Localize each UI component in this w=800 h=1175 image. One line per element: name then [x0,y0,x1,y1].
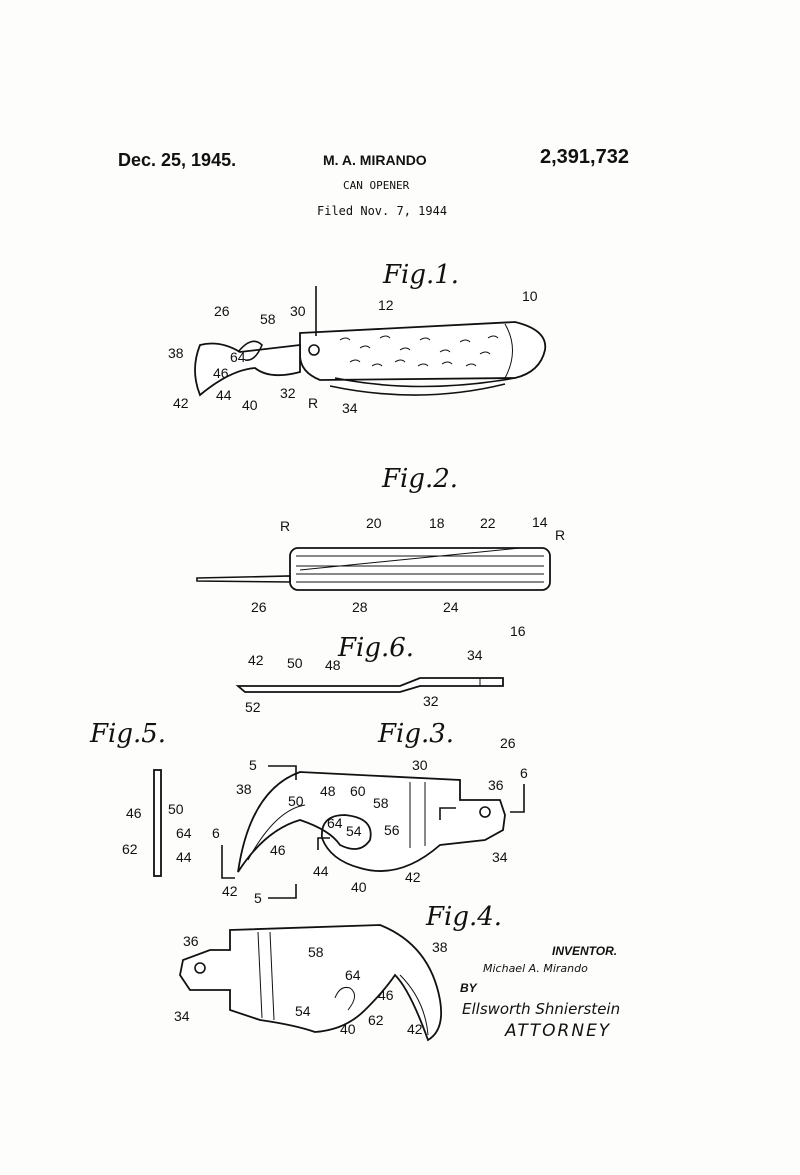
reference-numeral: 64 [176,825,192,841]
reference-numeral: 20 [366,515,382,531]
signature-block: INVENTOR. Michael A. Mirando BY Ellswort… [460,944,620,1041]
fig3-reference-numerals: 26 5 30 36 6 38 48 60 58 50 54 56 6 64 4… [212,735,528,906]
reference-numeral: 64 [345,967,361,983]
reference-numeral: 42 [407,1021,423,1037]
fig6-reference-numerals: 42 50 48 34 52 32 [245,647,483,715]
fig4-reference-numerals: 36 38 58 64 46 34 54 62 40 42 [174,933,448,1037]
inventor-name: M. A. MIRANDO [323,152,427,168]
fig4-label: Fig.4. [425,902,502,932]
reference-numeral: 64 [230,349,246,365]
reference-numeral: 26 [214,303,230,319]
reference-numeral: 16 [510,623,526,639]
fig1-reference-numerals: 26 30 58 12 10 38 64 46 42 44 40 32 R 34 [168,288,538,416]
reference-numeral: R [308,395,318,411]
reference-numeral: 6 [520,765,528,781]
reference-numeral: 62 [368,1012,384,1028]
reference-numeral: 24 [443,599,459,615]
reference-numeral: 62 [122,841,138,857]
fig5-section-view [153,769,162,877]
reference-numeral: 22 [480,515,496,531]
attorney-signature: Ellsworth Shnierstein [462,1000,620,1018]
reference-numeral: 38 [168,345,184,361]
patent-title: CAN OPENER [343,179,410,192]
reference-numeral: 36 [488,777,504,793]
fig1-label: Fig.1. [382,260,459,290]
reference-numeral: 46 [270,842,286,858]
reference-numeral: 6 [212,825,220,841]
reference-numeral: 50 [288,793,304,809]
reference-numeral: 5 [249,757,257,773]
reference-numeral: 40 [351,879,367,895]
fig5-reference-numerals: 46 50 64 62 44 [122,801,192,865]
reference-numeral: 26 [500,735,516,751]
reference-numeral: 44 [216,387,232,403]
reference-numeral: 38 [432,939,448,955]
reference-numeral: 56 [384,822,400,838]
reference-numeral: 42 [248,652,264,668]
reference-numeral: 28 [352,599,368,615]
reference-numeral: 5 [254,890,262,906]
reference-numeral: 14 [532,514,548,530]
reference-numeral: 34 [342,400,358,416]
reference-numeral: 44 [313,863,329,879]
reference-numeral: 48 [325,657,341,673]
reference-numeral: 50 [287,655,303,671]
reference-numeral: 58 [373,795,389,811]
reference-numeral: 30 [290,303,306,319]
reference-numeral: 54 [295,1003,311,1019]
reference-numeral: 36 [183,933,199,949]
reference-numeral: 34 [174,1008,190,1024]
reference-numeral: 44 [176,849,192,865]
reference-numeral: 42 [173,395,189,411]
reference-numeral: 34 [467,647,483,663]
reference-numeral: 18 [429,515,445,531]
reference-numeral: R [555,527,565,543]
fig1-knife-drawing [194,286,547,397]
reference-numeral: 30 [412,757,428,773]
fig5-label: Fig.5. [89,719,166,749]
reference-numeral: R [280,518,290,534]
fig6-blade-edge-view [235,677,504,693]
reference-numeral: 46 [378,987,394,1003]
inventor-label: INVENTOR. [552,944,617,958]
reference-numeral: 64 [327,815,343,831]
reference-numeral: 38 [236,781,252,797]
patent-date: Dec. 25, 1945. [118,150,236,170]
reference-numeral: 52 [245,699,261,715]
reference-numeral: 46 [126,805,142,821]
fig6-label: Fig.6. [337,633,414,663]
fig3-opener-blade [237,771,506,873]
inventor-signature: Michael A. Mirando [483,962,588,975]
by-label: BY [460,981,478,995]
attorney-label: ATTORNEY [504,1021,611,1041]
fig2-knife-side-view [196,547,551,591]
reference-numeral: 46 [213,365,229,381]
reference-numeral: 12 [378,297,394,313]
filed-date: Filed Nov. 7, 1944 [317,204,447,218]
patent-number: 2,391,732 [540,146,629,168]
reference-numeral: 48 [320,783,336,799]
reference-numeral: 26 [251,599,267,615]
reference-numeral: 10 [522,288,538,304]
fig2-reference-numerals: R 20 18 22 14 R 26 28 24 16 [251,514,565,639]
reference-numeral: 50 [168,801,184,817]
reference-numeral: 40 [340,1021,356,1037]
reference-numeral: 32 [280,385,296,401]
reference-numeral: 40 [242,397,258,413]
fig3-section-markers [221,765,525,899]
reference-numeral: 54 [346,823,362,839]
reference-numeral: 34 [492,849,508,865]
reference-numeral: 42 [222,883,238,899]
reference-numeral: 32 [423,693,439,709]
fig3-label: Fig.3. [377,719,454,749]
reference-numeral: 58 [308,944,324,960]
reference-numeral: 60 [350,783,366,799]
fig2-label: Fig.2. [381,464,458,494]
fig4-opener-blade [179,924,443,1042]
reference-numeral: 58 [260,311,276,327]
reference-numeral: 42 [405,869,421,885]
